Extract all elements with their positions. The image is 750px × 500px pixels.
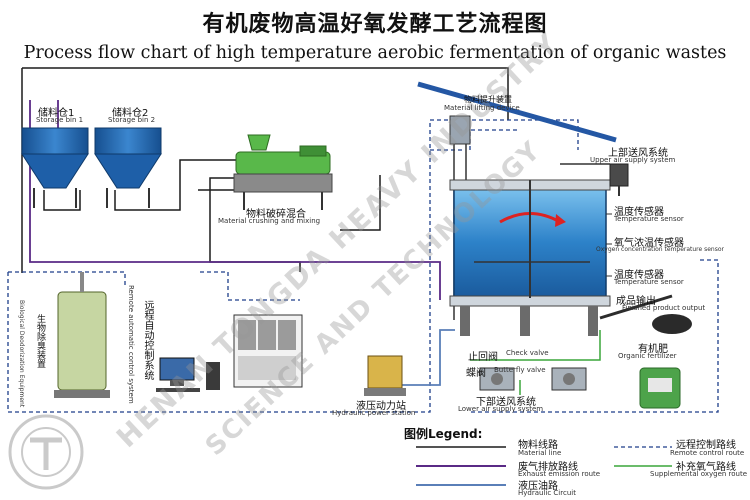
lift-label-en: Material lifting device — [444, 104, 520, 112]
bio-deodorization-label-zh: 生物除臭装置 — [35, 314, 45, 368]
lift-label-zh: 物料提升装置 — [464, 95, 512, 104]
temp-sensor-2-label-zh: 温度传感器 — [614, 270, 664, 281]
crusher-mixer — [233, 134, 333, 210]
legend-material-zh: 物料线路 — [518, 440, 558, 451]
control-computer — [156, 357, 220, 392]
fertilizer-bag — [639, 367, 681, 409]
legend-exhaust-en: Exhaust emission route — [518, 470, 601, 478]
remote-control-label-en: Remote automatic control system — [127, 285, 135, 404]
remote-control-label-zh: 远程自动控制系统 — [142, 300, 153, 380]
legend-exhaust-zh: 废气排放路线 — [518, 462, 578, 473]
upper-air-label-zh: 上部送风系统 — [608, 148, 668, 159]
legend-hydraulic-zh: 液压油路 — [518, 481, 558, 492]
fertilizer-label-zh: 有机肥 — [638, 344, 668, 355]
product-output-conveyor — [599, 294, 692, 334]
legend-material-en: Material line — [518, 449, 562, 457]
exhaust-lines — [29, 100, 441, 300]
legend-samples — [416, 446, 672, 486]
bin2-label-en: Storage bin 2 — [108, 116, 156, 124]
sensor-leads — [606, 213, 612, 277]
hydraulic-station-label-en: Hydraulic power station — [332, 409, 416, 417]
check-valve-label-en: Check valve — [506, 349, 549, 357]
temp-sensor-1-label-en: Temperature sensor — [614, 215, 684, 223]
check-valve-label-zh: 止回阀 — [468, 352, 498, 363]
legend-title: 图例Legend: — [404, 427, 483, 441]
bio-deodorization — [54, 272, 110, 398]
oxygen-lines — [470, 330, 601, 395]
company-seal-watermark — [8, 414, 84, 490]
lower-air-label-en: Lower air supply system — [458, 405, 544, 413]
legend-remote-zh: 远程控制路线 — [676, 440, 736, 451]
butterfly-valve-label-zh: 蝶阀 — [466, 368, 486, 379]
legend-oxygen-en: Supplemental oxygen route — [650, 470, 748, 478]
bio-deodorization-label-en: Biological Deodorization Equipment — [18, 300, 25, 408]
lower-air-label-zh: 下部送风系统 — [476, 397, 536, 408]
upper-air-supply — [560, 163, 629, 196]
temp-sensor-1-label-zh: 温度传感器 — [614, 207, 664, 218]
fertilizer-label-en: Organic fertilizer — [618, 352, 677, 360]
bin2-label-zh: 储料仓2 — [112, 108, 149, 119]
diagram-title-en: Process flow chart of high temperature a… — [23, 43, 727, 63]
legend-hydraulic-en: Hydraulic Circuit — [518, 489, 576, 497]
crusher-label-en: Material crushing and mixing — [218, 217, 321, 225]
remote-control-lines — [7, 119, 719, 413]
temp-sensor-2-label-en: Temperature sensor — [614, 278, 684, 286]
crusher-label-zh: 物料破碎混合 — [246, 209, 306, 220]
butterfly-valve-label-en: Butterfly valve — [494, 366, 546, 374]
hydraulic-station-label-zh: 液压动力站 — [356, 401, 406, 412]
storage-bin-2 — [94, 127, 162, 208]
hydraulic-lines — [402, 329, 455, 386]
legend-oxygen-zh: 补充氧气路线 — [676, 462, 736, 473]
storage-bin-1 — [21, 127, 89, 208]
oxygen-sensor-label-en: Oxygen concentration temperature sensor — [596, 246, 725, 253]
bin1-label-zh: 储料仓1 — [38, 108, 75, 119]
lower-air-blowers — [479, 367, 587, 391]
diagram-title-zh: 有机废物高温好氧发酵工艺流程图 — [202, 12, 548, 37]
hydraulic-station — [364, 355, 406, 396]
upper-air-label-en: Upper air supply system — [590, 156, 676, 164]
product-output-label-zh: 成品输出 — [616, 296, 656, 307]
control-cabinet — [233, 314, 303, 388]
oxygen-sensor-label-zh: 氧气浓温传感器 — [614, 238, 684, 249]
bin1-label-en: Storage bin 1 — [36, 116, 84, 124]
product-output-label-en: Finished product output — [622, 304, 706, 312]
legend-remote-en: Remote control route — [670, 449, 745, 457]
fermentation-tank — [449, 179, 611, 336]
